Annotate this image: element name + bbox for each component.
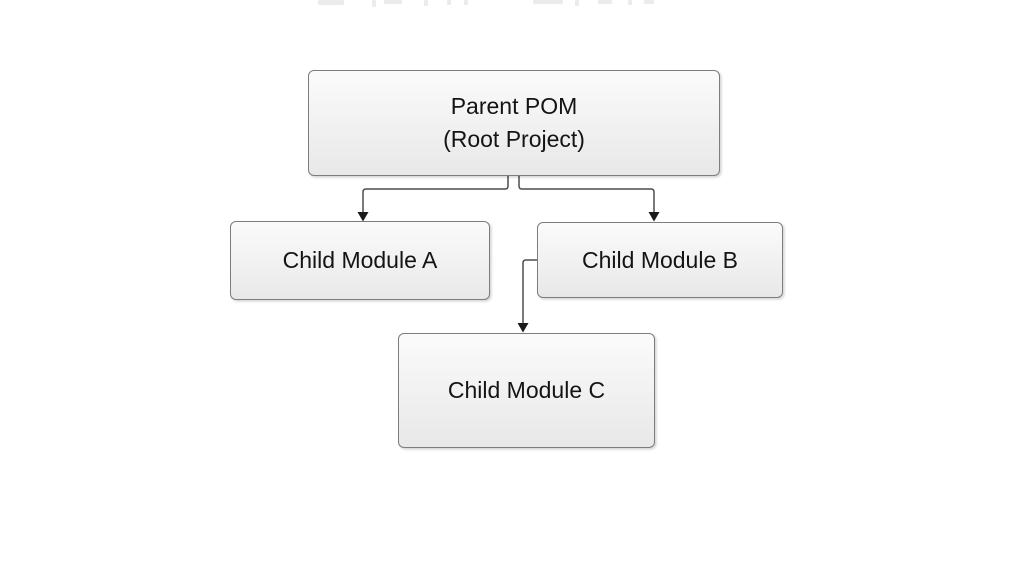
cropped-text-artifact [384, 0, 402, 4]
cropped-text-artifact [447, 0, 451, 5]
node-child-module-c: Child Module C [398, 333, 655, 448]
cropped-text-artifact [644, 0, 654, 4]
cropped-text-artifact [575, 0, 579, 6]
cropped-text-artifact [318, 0, 344, 5]
edge-parent-to-child-b [518, 176, 655, 213]
cropped-text-artifact [533, 0, 563, 4]
cropped-text-artifact [628, 0, 632, 5]
cropped-text-artifact [372, 0, 376, 7]
node-child-module-c-label: Child Module C [447, 377, 606, 403]
cropped-text-artifact [464, 0, 468, 5]
arrowhead-icon [648, 212, 660, 222]
node-parent-pom: Parent POM (Root Project) [308, 70, 720, 176]
node-child-module-a: Child Module A [230, 221, 490, 300]
arrowhead-icon [517, 323, 529, 333]
cropped-text-artifact [598, 0, 612, 4]
cropped-text-artifact [424, 0, 428, 6]
node-child-module-b-label: Child Module B [582, 246, 738, 273]
node-parent-pom-label-line1: Parent POM [450, 93, 578, 119]
edge-parent-to-child-a [362, 176, 509, 213]
node-child-module-a-label: Child Module A [282, 247, 438, 273]
node-parent-pom-label-line2: (Root Project) [443, 126, 585, 152]
edge-child-b-to-child-c [522, 259, 537, 324]
node-child-module-b: Child Module B [537, 222, 783, 298]
